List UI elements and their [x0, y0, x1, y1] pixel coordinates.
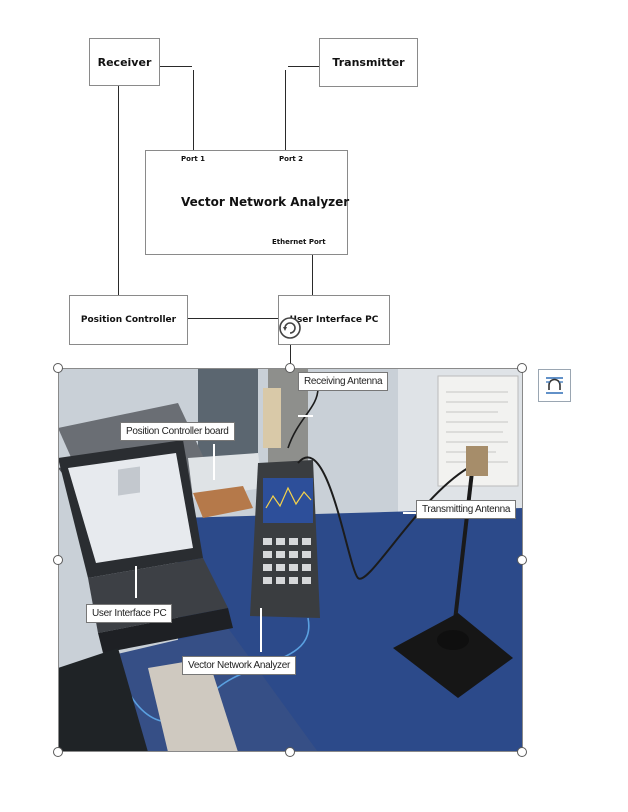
position-controller-label: Position Controller [80, 315, 177, 325]
vector-network-analyzer-box [145, 150, 348, 255]
poster-lines [446, 391, 508, 463]
lab-setup-photo[interactable]: Receiving Antenna Position Controller bo… [58, 368, 523, 752]
wire-ethernet-to-pc [312, 254, 313, 296]
position-controller-board-label: Position Controller board [120, 422, 235, 441]
transmitting-antenna-pole [451, 462, 475, 639]
receiver-box: Receiver [89, 38, 160, 86]
wire-receiver-to-port1-h [159, 66, 192, 67]
position-controller-box: Position Controller [69, 295, 188, 345]
laptop-base [98, 608, 233, 653]
chair-panel [148, 658, 238, 752]
laptop-screen [68, 453, 193, 563]
resize-handle-middle-right[interactable] [517, 555, 527, 565]
controller-board [193, 486, 253, 518]
receiving-antenna-label: Receiving Antenna [298, 372, 389, 391]
resize-handle-top-center[interactable] [285, 363, 295, 373]
user-interface-pc-label: User Interface PC [289, 315, 379, 325]
resize-handle-bottom-left[interactable] [53, 747, 63, 757]
antenna-stand [393, 613, 513, 698]
vector-network-analyzer-photo-label: Vector Network Analyzer [182, 656, 297, 675]
receiving-antenna [263, 388, 281, 448]
wire-position-controller-to-pc [187, 318, 278, 319]
transmitting-antenna-label: Transmitting Antenna [416, 500, 517, 519]
resize-handle-bottom-right[interactable] [517, 747, 527, 757]
screen-window [118, 466, 140, 496]
resize-handle-bottom-center[interactable] [285, 747, 295, 757]
photo-drawing [58, 368, 523, 752]
layout-options-icon[interactable] [538, 369, 571, 402]
wire-receiver-to-port1-v [193, 70, 194, 150]
chair [58, 648, 148, 752]
resize-handle-top-left[interactable] [53, 363, 63, 373]
port-1-label: Port 1 [181, 155, 206, 163]
transmitting-antenna-head [466, 446, 488, 476]
resize-handle-middle-left[interactable] [53, 555, 63, 565]
user-interface-pc-photo-label: User Interface PC [86, 604, 173, 623]
receiver-label: Receiver [97, 55, 152, 69]
vna-trace [265, 486, 312, 509]
antenna-cable [287, 387, 319, 449]
wire-transmitter-to-port2-v [285, 70, 286, 150]
vna-title: Vector Network Analyzer [181, 195, 350, 209]
vna-screen [263, 478, 313, 523]
transmitter-box: Transmitter [319, 38, 418, 87]
rotate-icon[interactable] [277, 315, 303, 341]
port-2-label: Port 2 [279, 155, 304, 163]
antenna-base [437, 630, 469, 650]
wire-receiver-to-position-controller [118, 86, 119, 296]
wire-pc-to-rotate-handle [290, 340, 291, 368]
ethernet-port-label: Ethernet Port [272, 238, 326, 246]
wire-transmitter-to-port2-h [288, 66, 320, 67]
white-device [188, 453, 263, 498]
cabinet [198, 368, 258, 458]
vna-keypad [263, 538, 311, 584]
resize-handle-top-right[interactable] [517, 363, 527, 373]
transmitter-label: Transmitter [332, 56, 405, 69]
